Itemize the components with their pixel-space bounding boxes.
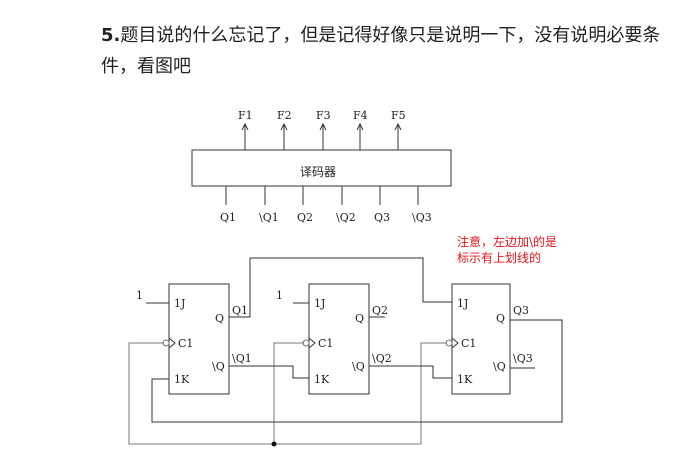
j-pin-label: 1J bbox=[174, 297, 185, 310]
decoder-output-label: F2 bbox=[277, 109, 292, 122]
decoder-input-label: \Q3 bbox=[412, 211, 432, 224]
k-pin-label: 1K bbox=[174, 373, 190, 386]
nq-output-label: \Q3 bbox=[513, 352, 533, 365]
decoder-input-label: Q1 bbox=[220, 211, 236, 224]
note-line-1: 注意，左边加\的是 bbox=[457, 234, 557, 249]
q-output-label: Q1 bbox=[232, 304, 248, 317]
q-pin-label: Q bbox=[355, 312, 364, 325]
decoder-input-label: Q2 bbox=[297, 211, 313, 224]
jk-flipflop-2: 1J C1 1K Q \Q Q2 \Q2 1 bbox=[276, 283, 392, 395]
j-pin-label: 1J bbox=[314, 297, 325, 310]
decoder-output-label: F4 bbox=[353, 109, 368, 122]
k-pin-label: 1K bbox=[457, 373, 473, 386]
decoder-input-label: \Q2 bbox=[336, 211, 356, 224]
k-pin-label: 1K bbox=[314, 373, 330, 386]
nq-output-label: \Q1 bbox=[232, 352, 252, 365]
decoder-label: 译码器 bbox=[300, 165, 336, 179]
question-body: 题目说的什么忘记了，但是记得好像只是说明一下，没有说明必要条件，看图吧 bbox=[101, 25, 661, 77]
j-pin-label: 1J bbox=[457, 297, 468, 310]
decoder-output-label: F3 bbox=[316, 109, 331, 122]
junction-dot bbox=[271, 441, 277, 447]
nq-pin-label: \Q bbox=[493, 360, 506, 373]
q-output-label: Q2 bbox=[372, 304, 388, 317]
clock-pin-label: C1 bbox=[461, 337, 476, 350]
jk-flipflop-1: 1J C1 1K Q \Q Q1 \Q1 1 bbox=[136, 283, 252, 395]
clock-pin-label: C1 bbox=[318, 337, 333, 350]
q-pin-label: Q bbox=[496, 312, 505, 325]
question-text: 5.题目说的什么忘记了，但是记得好像只是说明一下，没有说明必要条件，看图吧 bbox=[101, 20, 661, 82]
nq-pin-label: \Q bbox=[212, 360, 225, 373]
nq-output-label: \Q2 bbox=[372, 352, 392, 365]
decoder-output-label: F5 bbox=[391, 109, 406, 122]
decoder-input-label: \Q1 bbox=[259, 211, 279, 224]
note-line-2: 标示有上划线的 bbox=[457, 250, 541, 265]
question-number: 5. bbox=[101, 25, 121, 46]
jk-flipflop-3: 1J C1 1K Q \Q Q3 \Q3 bbox=[445, 283, 533, 395]
clock-pin-label: C1 bbox=[178, 337, 193, 350]
q-pin-label: Q bbox=[215, 312, 224, 325]
decoder-output-label: F1 bbox=[238, 109, 253, 122]
q-output-label: Q3 bbox=[513, 304, 529, 317]
decoder-input-label: Q3 bbox=[374, 211, 390, 224]
wires bbox=[128, 257, 563, 447]
nq-pin-label: \Q bbox=[352, 360, 365, 373]
note: 注意，左边加\的是 标示有上划线的 bbox=[457, 234, 557, 265]
j-input-constant: 1 bbox=[136, 289, 143, 302]
j-input-constant: 1 bbox=[276, 289, 283, 302]
